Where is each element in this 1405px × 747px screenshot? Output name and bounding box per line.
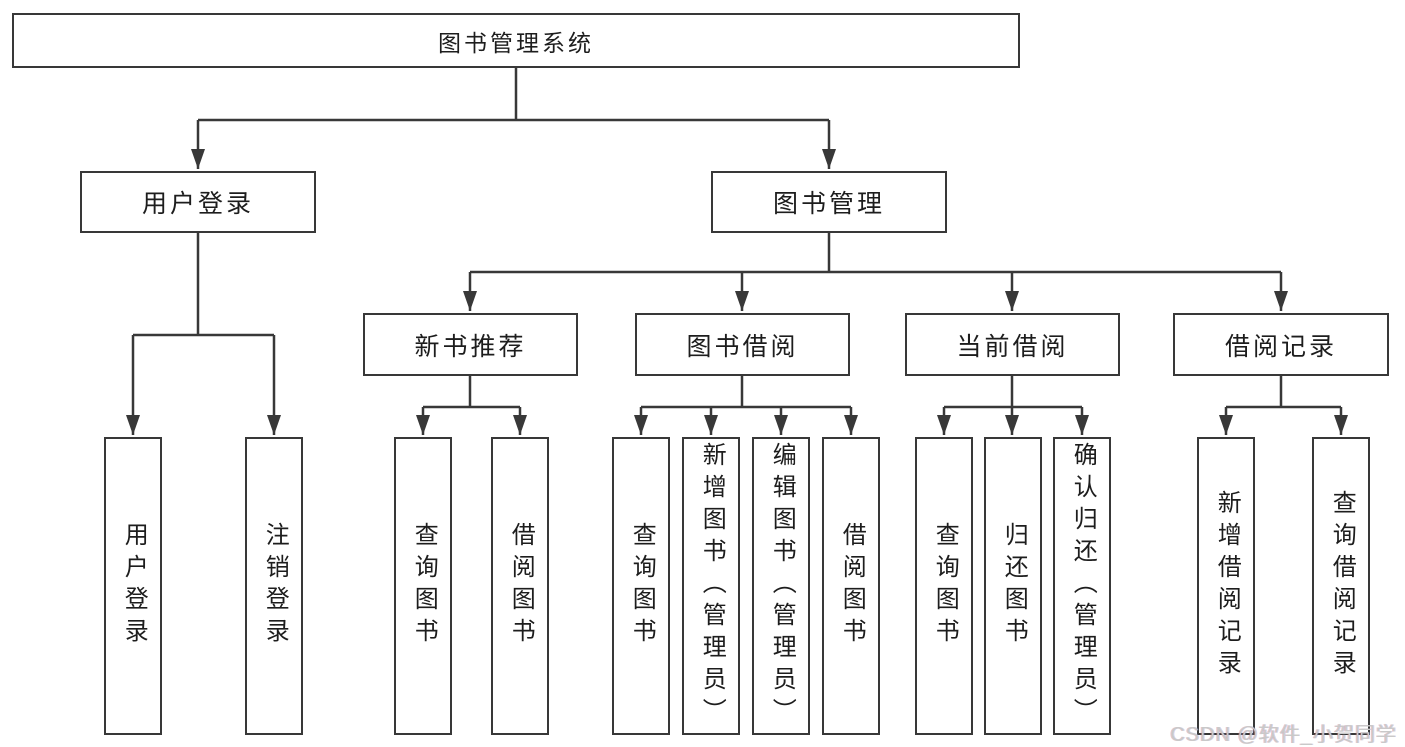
node-book-management: 图书管理 [711,171,947,233]
leaf-query-books-current: 查询图书 [915,437,973,735]
leaf-query-books-recommend: 查询图书 [394,437,452,735]
leaf-query-books-borrowing: 查询图书 [612,437,670,735]
leaf-user-login: 用户登录 [104,437,162,735]
leaf-label: 归还图书 [1000,522,1028,650]
leaf-label: 查询图书 [628,522,656,650]
node-new-book-recommendation: 新书推荐 [363,313,578,376]
node-borrowing-records: 借阅记录 [1173,313,1389,376]
leaf-label: 用户登录 [120,522,148,650]
csdn-watermark: CSDN @软件_小贺同学 [1170,724,1397,746]
leaf-add-borrow-record: 新增借阅记录 [1197,437,1255,735]
leaf-label: 新增借阅记录 [1213,490,1241,682]
leaf-label: 确认归还（管理员） [1069,442,1097,730]
leaf-query-borrow-record: 查询借阅记录 [1312,437,1370,735]
node-current-borrowing: 当前借阅 [905,313,1120,376]
node-book-borrowing: 图书借阅 [635,313,850,376]
leaf-label: 查询借阅记录 [1328,490,1356,682]
leaf-label: 查询图书 [410,522,438,650]
leaf-borrow-books-recommend: 借阅图书 [491,437,549,735]
leaf-return-books: 归还图书 [984,437,1042,735]
leaf-label: 注销登录 [261,522,289,650]
leaf-label: 借阅图书 [838,522,866,650]
leaf-label: 编辑图书（管理员） [768,442,796,730]
node-user-login: 用户登录 [80,171,316,233]
leaf-label: 借阅图书 [507,522,535,650]
leaf-label: 新增图书（管理员） [698,442,726,730]
leaf-label: 查询图书 [931,522,959,650]
leaf-logout: 注销登录 [245,437,303,735]
leaf-edit-books-admin: 编辑图书（管理员） [752,437,810,735]
leaf-add-books-admin: 新增图书（管理员） [682,437,740,735]
leaf-confirm-return-admin: 确认归还（管理员） [1053,437,1111,735]
node-library-management-system: 图书管理系统 [12,13,1020,68]
leaf-borrow-books-borrowing: 借阅图书 [822,437,880,735]
